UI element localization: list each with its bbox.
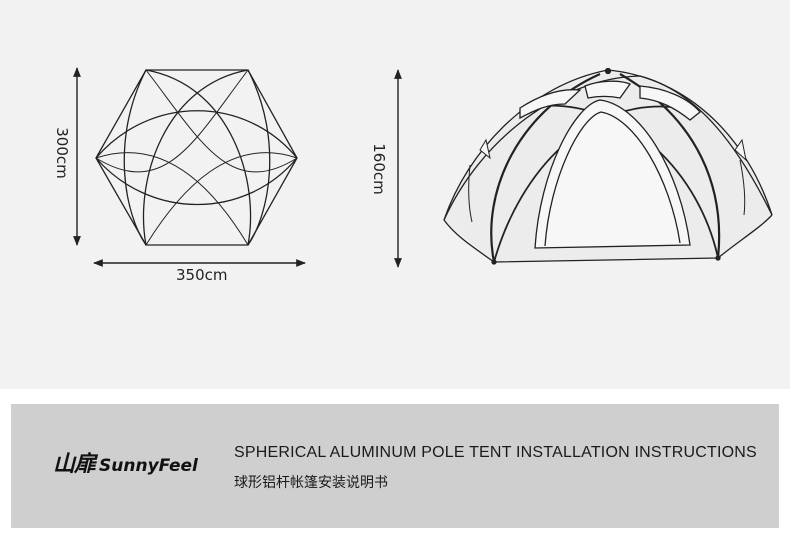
tent-side-panel [468, 164, 473, 223]
pole-arc [95, 69, 249, 173]
pole-arc [145, 69, 298, 173]
width-dimension-label: 350cm [176, 266, 228, 284]
brand-name-en: SunnyFeel [99, 456, 198, 476]
pole-arc [95, 157, 298, 205]
tent-vent [479, 138, 491, 160]
tent-top-view [95, 69, 298, 246]
tent-door-inner [544, 111, 681, 247]
pole-arc [145, 152, 298, 246]
tent-door [534, 99, 691, 249]
title-banner: 山扉 SunnyFeel SPHERICAL ALUMINUM POLE TEN… [11, 404, 779, 528]
depth-dimension-label: 300cm [53, 127, 71, 179]
hexagon-footprint [95, 69, 298, 246]
pole-arc [247, 69, 271, 246]
tent-base [443, 214, 773, 263]
title-chinese: 球形铝杆帐篷安装说明书 [234, 475, 388, 491]
diagram-area: 300cm 350cm 160cm [0, 0, 790, 389]
pole-arc [145, 69, 252, 246]
tent-window [519, 89, 582, 120]
brand-name-cn: 山扉 [53, 452, 96, 477]
pole-joint [604, 67, 612, 75]
tent-window [639, 85, 701, 121]
pole-joint [715, 255, 721, 261]
tent-diagram [73, 67, 773, 268]
pole-arc [142, 69, 249, 246]
tent-side-view [443, 67, 773, 265]
title-english: SPHERICAL ALUMINUM POLE TENT INSTALLATIO… [234, 444, 757, 461]
tent-vent [734, 138, 747, 162]
pole-arc [123, 69, 147, 246]
pole-arc [95, 110, 298, 159]
tent-window [584, 80, 632, 99]
pole-arc [95, 152, 249, 246]
height-dimension-label: 160cm [370, 143, 388, 195]
tent-side-panel [739, 159, 746, 216]
pole-joint [491, 259, 497, 265]
brand-logo: 山扉 SunnyFeel [53, 446, 198, 478]
